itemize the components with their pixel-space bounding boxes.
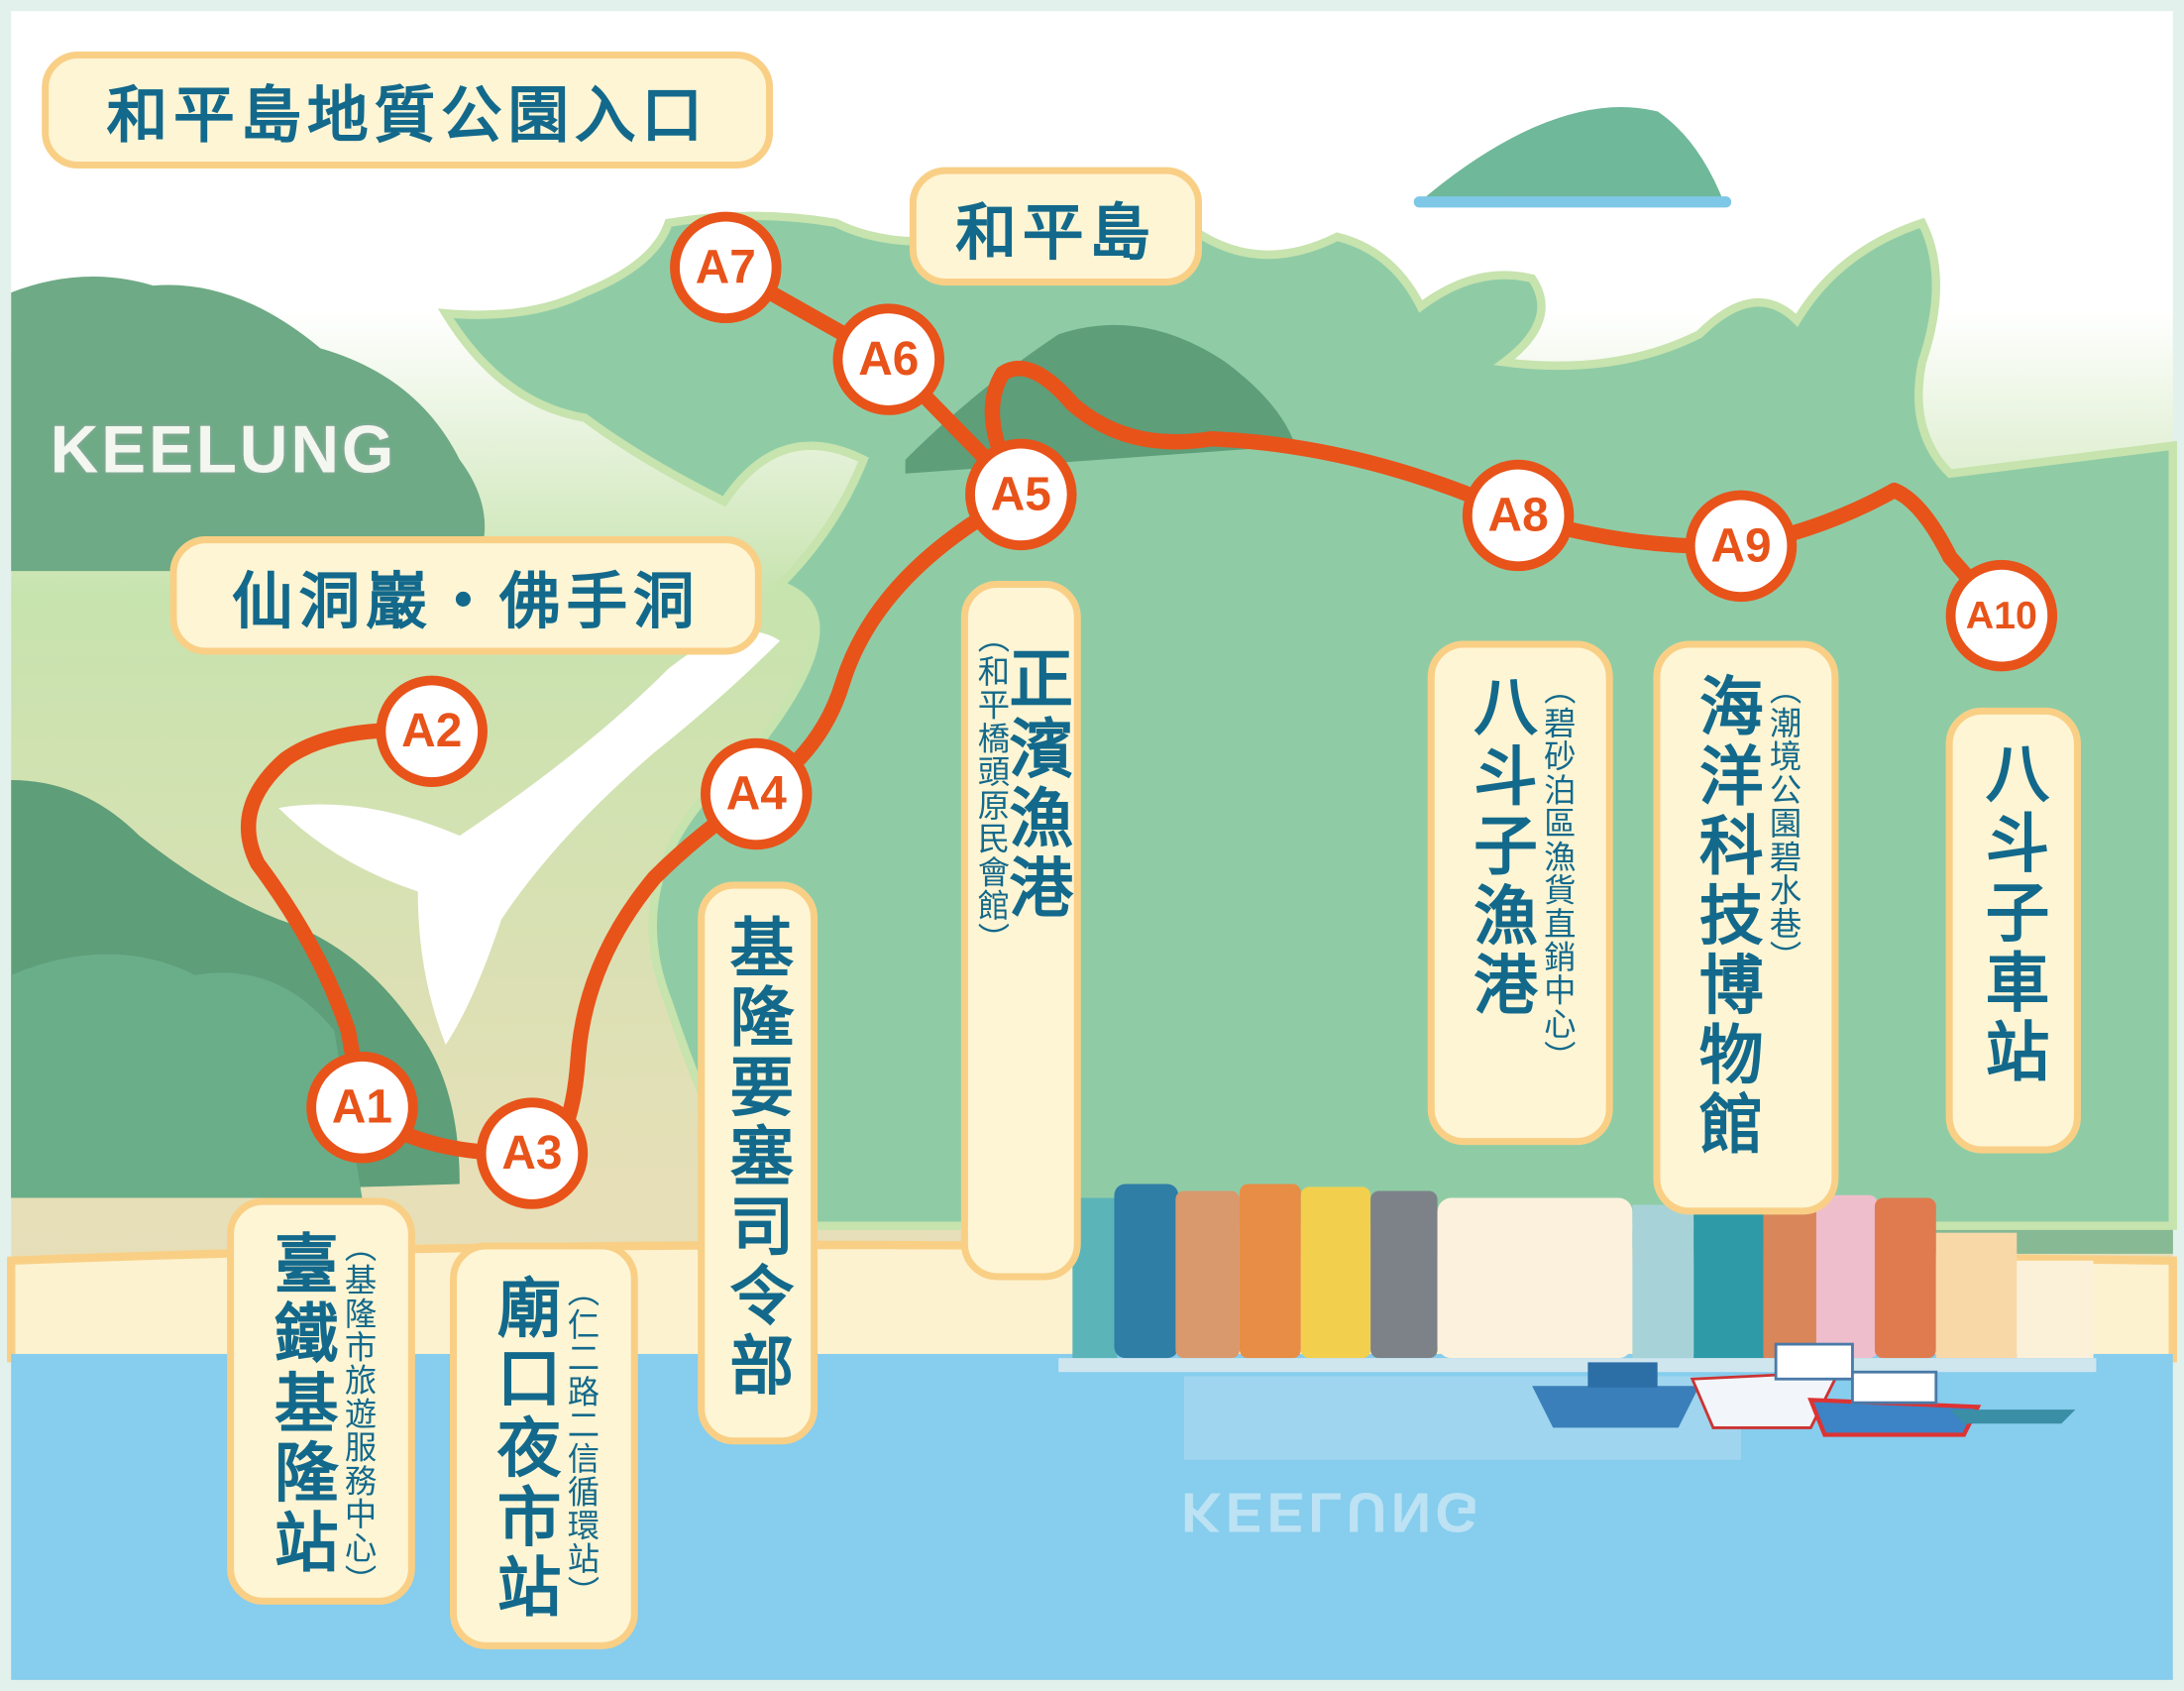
keelung-watermark: KEELUNG xyxy=(50,413,397,488)
station-a3-name: 廟口夜市站 xyxy=(487,1274,563,1624)
label-heping-island: 和平島 xyxy=(909,167,1203,286)
station-marker-a3[interactable]: A3 xyxy=(476,1097,589,1209)
station-a8-name: 八斗子漁港 xyxy=(1464,672,1540,1022)
station-a1-name: 臺鐵基隆站 xyxy=(265,1229,340,1579)
station-label-a1[interactable]: （基隆市旅遊服務中心） 臺鐵基隆站 xyxy=(227,1197,415,1605)
station-a5-sub: （和平橋頭原民會館） xyxy=(971,620,1008,957)
label-geopark-entrance: 和平島地質公園入口 xyxy=(42,51,774,169)
station-a4-name: 基隆要塞司令部 xyxy=(719,913,796,1402)
station-a8-sub: （碧砂泊區漁貨直銷中心） xyxy=(1537,672,1575,1074)
station-marker-a6[interactable]: A6 xyxy=(832,303,944,415)
station-label-a4[interactable]: 基隆要塞司令部 xyxy=(698,881,819,1445)
station-a9-name: 海洋科技博物館 xyxy=(1689,672,1765,1161)
station-marker-a1[interactable]: A1 xyxy=(306,1052,418,1164)
station-marker-a10[interactable]: A10 xyxy=(1945,559,2058,672)
station-a10-name: 八斗子車站 xyxy=(1975,739,2051,1088)
station-label-a9[interactable]: （潮境公園碧水巷） 海洋科技博物館 xyxy=(1653,640,1839,1215)
station-a3-sub: （仁二路二信循環站） xyxy=(561,1274,599,1610)
station-marker-a9[interactable]: A9 xyxy=(1685,490,1798,603)
station-marker-a7[interactable]: A7 xyxy=(670,211,782,324)
boats xyxy=(1532,1342,2076,1437)
distant-island xyxy=(1417,107,1725,204)
station-a5-name: 正濱漁港 xyxy=(999,644,1075,924)
station-marker-a4[interactable]: A4 xyxy=(701,737,813,850)
hill-left-top xyxy=(11,277,486,572)
harbor-channel xyxy=(278,631,781,1045)
station-label-a8[interactable]: （碧砂泊區漁貨直銷中心） 八斗子漁港 xyxy=(1427,640,1613,1146)
station-marker-a5[interactable]: A5 xyxy=(965,438,1077,551)
station-marker-a8[interactable]: A8 xyxy=(1462,459,1575,572)
station-label-a10[interactable]: 八斗子車站 xyxy=(1945,707,2081,1154)
station-marker-a2[interactable]: A2 xyxy=(376,675,488,787)
harbor-buildings xyxy=(1058,1184,2097,1460)
station-label-a3[interactable]: （仁二路二信循環站） 廟口夜市站 xyxy=(450,1242,638,1649)
station-a9-sub: （潮境公園碧水巷） xyxy=(1763,672,1801,974)
keelung-reflection: KEELUNG xyxy=(1180,1480,1483,1542)
label-xiandong: 仙洞巖・佛手洞 xyxy=(169,536,762,655)
station-a1-sub: （基隆市旅遊服務中心） xyxy=(338,1229,376,1598)
station-label-a5[interactable]: 正濱漁港 （和平橋頭原民會館） xyxy=(960,581,1081,1281)
